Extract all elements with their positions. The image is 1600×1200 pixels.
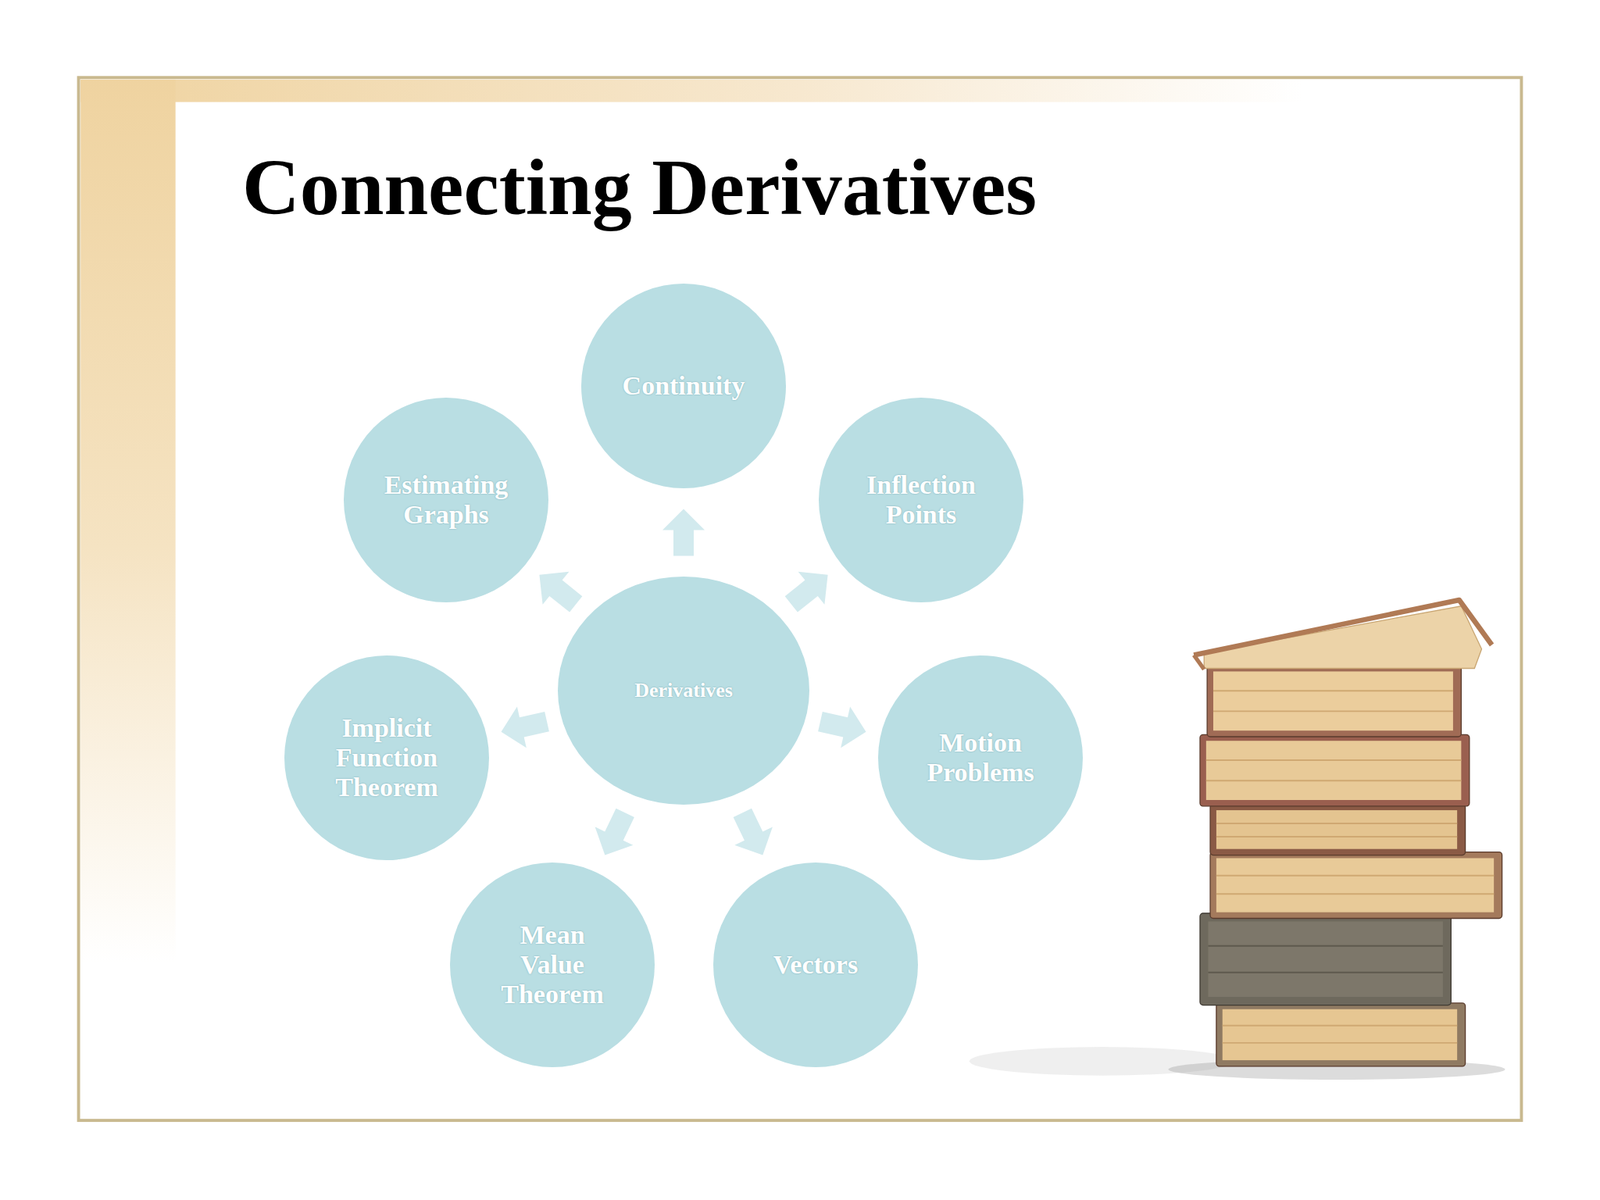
top-band (80, 79, 1520, 103)
text-column: Inflection Points (854, 470, 988, 530)
page-line (1216, 822, 1458, 825)
node-label: Implicit Function Theorem (320, 713, 454, 803)
book-cover (1193, 655, 1204, 670)
ellipse-fill (450, 862, 655, 1068)
page-line (1206, 779, 1462, 782)
book (1200, 913, 1451, 1006)
page-line (1206, 759, 1462, 761)
node-label: Derivatives (634, 678, 733, 702)
text-column: Vectors (773, 950, 858, 980)
node-label: Vectors (773, 950, 858, 980)
text-holder: Implicit Function Theorem (284, 655, 490, 861)
block-arrow (539, 571, 583, 613)
page-line (1216, 835, 1458, 838)
book-pages (1222, 1009, 1458, 1061)
slide-frame (78, 77, 1522, 1121)
ellipse-fill (818, 397, 1024, 603)
ellipse-fill (557, 576, 810, 805)
book-pages (1216, 857, 1494, 912)
ellipse-fill (713, 862, 918, 1068)
page-line (1222, 1042, 1458, 1044)
book (1207, 665, 1461, 737)
node-label: Continuity (622, 371, 746, 401)
block-arrow (817, 707, 866, 749)
book-pages (1206, 740, 1462, 800)
block-arrow (662, 509, 705, 557)
topic-circle: Inflection Points (818, 397, 1024, 603)
book (1216, 1003, 1466, 1067)
cover-line (1207, 945, 1443, 947)
ellipse-fill (284, 655, 490, 861)
text-holder: Derivatives (557, 576, 810, 805)
center-ellipse: Derivatives (557, 576, 810, 805)
text-holder: Mean Value Theorem (450, 862, 655, 1068)
book-pages (1216, 810, 1458, 850)
book-pages (1207, 921, 1443, 997)
node-label: Estimating Graphs (379, 470, 513, 530)
text-holder: Estimating Graphs (343, 397, 549, 603)
text-column: Continuity (622, 371, 746, 401)
book (1210, 803, 1466, 855)
open-book (1193, 600, 1492, 670)
topic-circle: Continuity (581, 283, 786, 489)
topic-circle: Mean Value Theorem (450, 862, 655, 1068)
block-arrow (595, 808, 635, 856)
block-arrow (785, 571, 829, 613)
cover-line (1207, 971, 1443, 974)
book (1210, 852, 1503, 919)
page-line (1213, 689, 1454, 692)
book-stack (969, 600, 1506, 1080)
book-pages (1203, 606, 1482, 669)
text-column: Derivatives (634, 678, 733, 702)
ellipse-fill (343, 397, 549, 603)
slide-title: Connecting Derivatives (242, 147, 1037, 228)
text-holder: Inflection Points (818, 397, 1024, 603)
page-line (1222, 1025, 1458, 1027)
node-label: Mean Value Theorem (485, 920, 619, 1010)
book-cover (1200, 734, 1470, 806)
ellipse-fill (878, 655, 1083, 861)
page-line (1216, 875, 1494, 877)
text-holder: Continuity (581, 283, 786, 489)
ellipse-fill (581, 283, 786, 489)
book-cover (1193, 600, 1492, 656)
book-cover (1210, 852, 1503, 919)
block-arrow (501, 707, 550, 749)
book-pages (1213, 671, 1454, 731)
topic-circle: Implicit Function Theorem (284, 655, 490, 861)
book (1200, 734, 1470, 806)
text-column: Mean Value Theorem (485, 920, 619, 1010)
node-label: Motion Problems (914, 728, 1047, 788)
text-holder: Motion Problems (878, 655, 1083, 861)
topic-circle: Motion Problems (878, 655, 1083, 861)
text-column: Motion Problems (914, 728, 1047, 788)
book-cover (1210, 803, 1466, 855)
book-cover (1216, 1003, 1466, 1067)
topic-circle: Vectors (713, 862, 918, 1068)
book-cover (1207, 665, 1461, 737)
page-line (1213, 710, 1454, 712)
text-column: Implicit Function Theorem (320, 713, 454, 803)
book-cover (1200, 913, 1451, 1006)
page-line (1216, 892, 1494, 895)
block-arrow (733, 808, 773, 856)
text-column: Estimating Graphs (379, 470, 513, 530)
node-label: Inflection Points (854, 470, 988, 530)
topic-circle: Estimating Graphs (343, 397, 549, 603)
text-holder: Vectors (713, 862, 918, 1068)
left-band (80, 79, 175, 1119)
